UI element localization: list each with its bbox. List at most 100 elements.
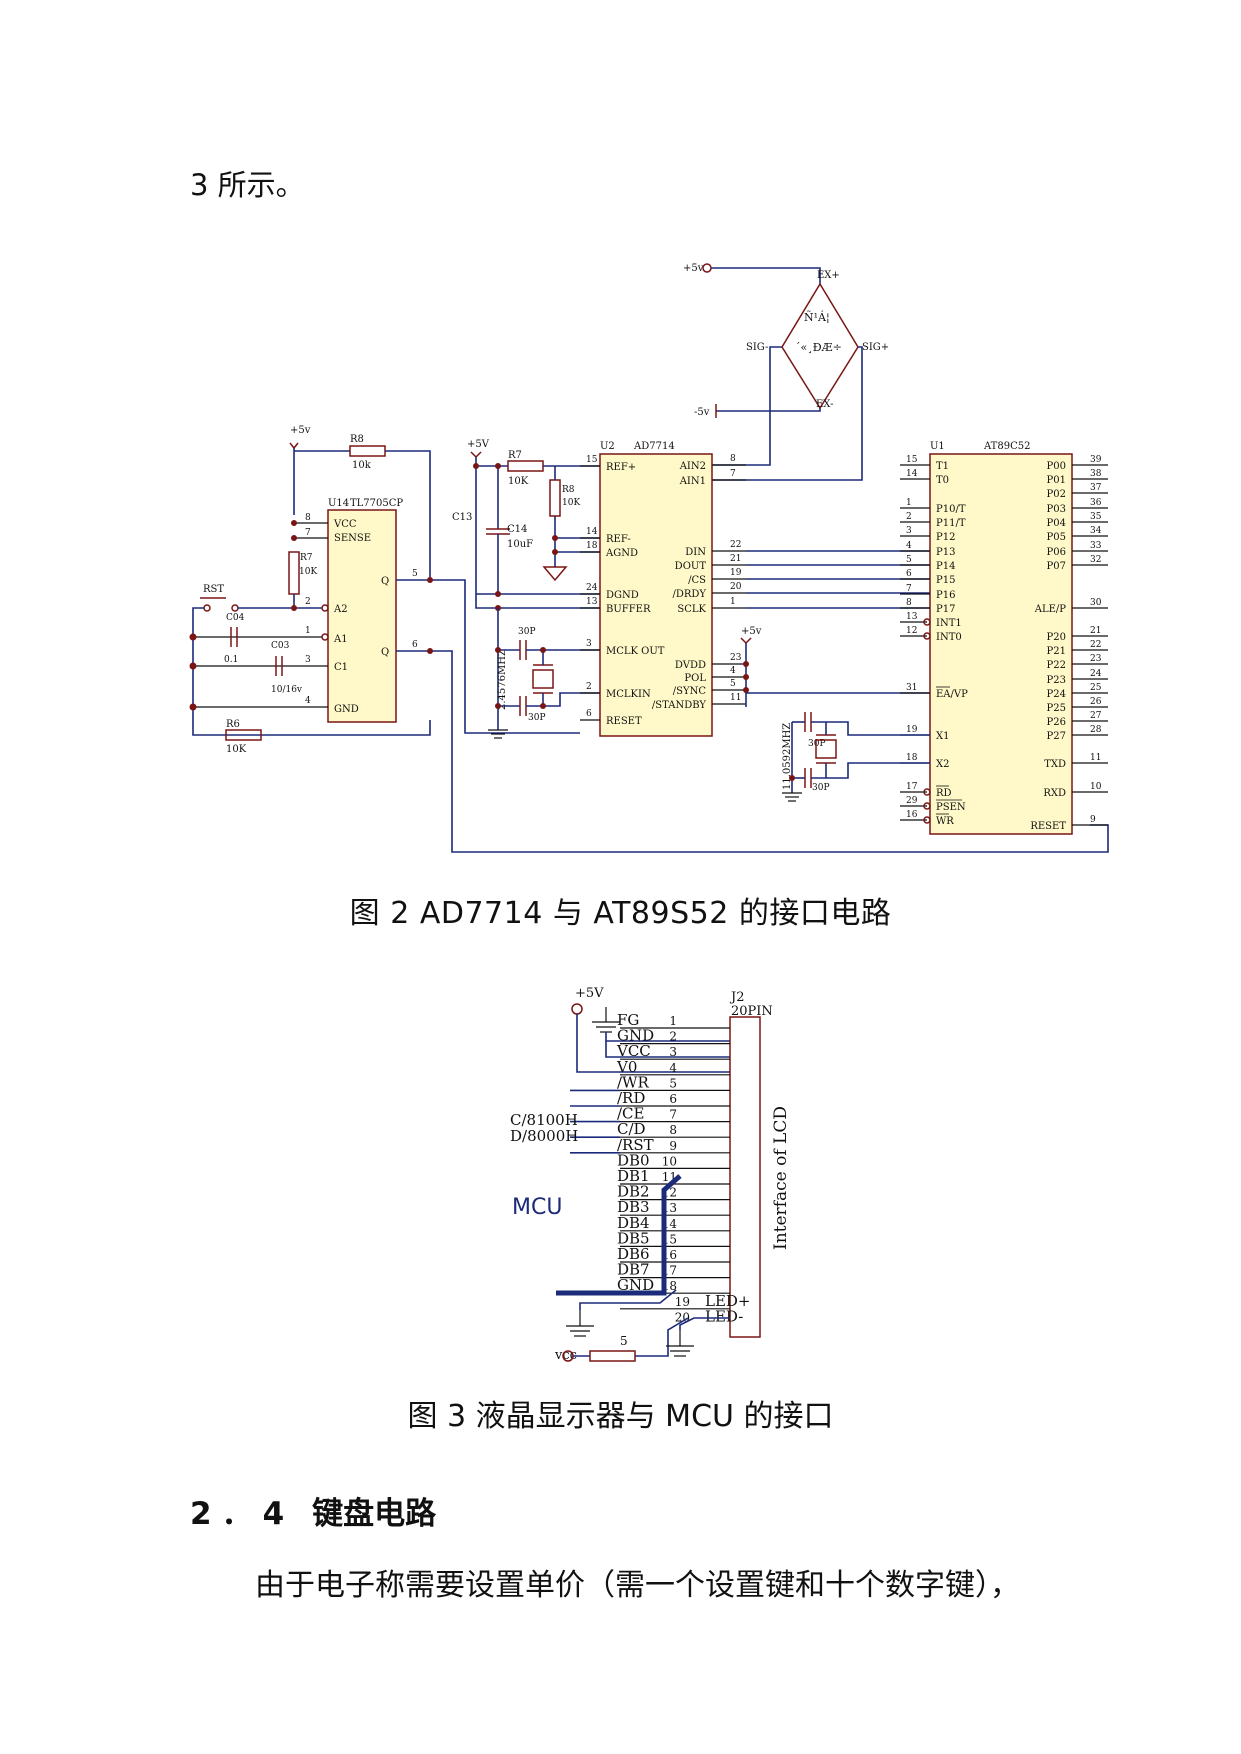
u2-pin--standby: /STANDBY	[652, 700, 707, 711]
lcd-pin-num-2: 2	[669, 1030, 677, 1044]
bridge-text-1: Ñ¹Á¦	[804, 310, 830, 324]
lcd-pin-num-17: 17	[662, 1264, 677, 1278]
u1-pin-p22: P22	[1047, 660, 1066, 671]
u14-reset-ic: +5v R8 10k U14 TL7705CP VCC SENSE A2 A1 …	[189, 425, 1109, 853]
lcd-pin--rst: /RST	[617, 1136, 654, 1154]
lcd-pin-num-4: 4	[669, 1061, 677, 1075]
rst-label: RST	[203, 584, 224, 595]
u14-pin-a2: A2	[333, 604, 348, 615]
u1-pin-p13: P13	[936, 547, 955, 558]
u1-pin-num-27: 27	[1090, 711, 1102, 721]
u2-pin-num-23: 23	[730, 653, 742, 663]
plus5v-label: +5v	[683, 263, 704, 274]
r7-left-value: 10K	[299, 567, 317, 577]
figure-3-caption: 图 3 液晶显示器与 MCU 的接口	[407, 1399, 834, 1434]
r7-left-label: R7	[300, 553, 313, 563]
u1-pin-num-16: 16	[906, 810, 918, 820]
u14-pin-sense: SENSE	[334, 533, 371, 544]
u1-pin-ea-vp: EA/VP	[936, 689, 968, 700]
u2-pin--cs: /CS	[688, 575, 706, 586]
u1-pin-rd: RD	[936, 788, 952, 799]
ad7714-power: +5v	[740, 626, 930, 707]
mcu-label: MCU	[512, 1195, 562, 1220]
lcd-connector: +5V J2 20PIN Interface of LCD 1FG2GND3VC…	[510, 986, 791, 1363]
u1-pin-num-11: 11	[1090, 753, 1101, 763]
u1-pin-t1: T1	[936, 461, 949, 472]
u2-pin-num-3: 3	[586, 639, 592, 649]
lcd-pin-db1: DB1	[617, 1167, 650, 1185]
u1-part: AT89C52	[983, 441, 1030, 452]
u1-at89c52: U1 AT89C52 15T114T01P10/T2P11/T3P124P135…	[782, 441, 1108, 835]
u1-pin-num-34: 34	[1090, 526, 1102, 536]
resistor-value: 5	[620, 1334, 628, 1348]
u1-pin-num-13: 13	[906, 612, 918, 622]
c03-label: C03	[271, 641, 290, 651]
u2-pin--drdy: /DRDY	[672, 589, 706, 600]
xtal2-c1: 30P	[808, 739, 826, 749]
u1-pin-p16: P16	[936, 590, 955, 601]
connector-type: 20PIN	[731, 1004, 773, 1019]
connector-ref: J2	[729, 990, 744, 1005]
xtal1-c1: 30P	[518, 627, 536, 637]
r6-label: R6	[226, 719, 240, 730]
u1-pin-p05: P05	[1047, 532, 1066, 543]
u2-pin-num-4: 4	[730, 666, 736, 676]
u1-pin-x2: X2	[936, 759, 949, 770]
u1-pin-p10-t: P10/T	[936, 504, 966, 515]
xtal2-label: 11.0592MHZ	[782, 723, 793, 790]
u2-pin-num-21: 21	[730, 554, 741, 564]
u1-pin-num-33: 33	[1090, 541, 1102, 551]
r7-mid-label: R7	[508, 450, 522, 461]
lcd-pin--rd: /RD	[617, 1089, 645, 1107]
dvdd-plus5v: +5v	[741, 626, 762, 637]
u1-pin-num-9: 9	[1090, 815, 1096, 825]
u1-pin-p06: P06	[1047, 547, 1066, 558]
u2-pin-agnd: AGND	[605, 548, 638, 559]
u1-pin-ale-p: ALE/P	[1034, 604, 1067, 615]
u1-pin-num-5: 5	[906, 555, 912, 565]
u2-part: AD7714	[633, 441, 675, 452]
sig-plus-label: SIG+	[862, 342, 889, 353]
r6-value: 10K	[226, 744, 247, 755]
u1-pin-num-31: 31	[906, 683, 917, 693]
u14-pin-c1: C1	[334, 662, 348, 673]
lcd-pin--wr: /WR	[617, 1073, 649, 1091]
u14-num-2: 2	[305, 597, 311, 607]
u1-pin-int1: INT1	[936, 618, 962, 629]
u1-pin-num-19: 19	[906, 725, 918, 735]
u1-pin-num-7: 7	[906, 584, 912, 594]
u2-pin-buffer: BUFFER	[606, 604, 651, 615]
u1-pin-num-28: 28	[1090, 725, 1102, 735]
u14-plus5v: +5v	[290, 425, 311, 436]
lcd-pin-num-15: 15	[662, 1232, 677, 1246]
u1-pin-txd: TXD	[1044, 759, 1066, 770]
r8-value: 10k	[352, 460, 372, 471]
lcd-pin-v0: V0	[616, 1058, 637, 1076]
c03-value: 10/16v	[271, 685, 303, 695]
section-number: 2．4	[190, 1496, 295, 1532]
u1-pin-num-39: 39	[1090, 455, 1102, 465]
u2-pin-dout: DOUT	[675, 561, 707, 572]
u2-pin-num-24: 24	[586, 583, 598, 593]
c14-value: 10uF	[507, 539, 533, 550]
lcd-pin-db3: DB3	[617, 1198, 650, 1216]
ex-plus-label: EX+	[817, 270, 840, 281]
c04-value: 0.1	[224, 655, 238, 665]
u14-num-1: 1	[305, 626, 311, 636]
u2-pin-pol: POL	[684, 673, 706, 684]
u14-pin-a1: A1	[333, 634, 348, 645]
lcd-pin-num-18: 18	[662, 1279, 677, 1293]
body-paragraph: 由于电子称需要设置单价（需一个设置键和十个数字键），	[255, 1568, 1020, 1603]
u1-pin-num-24: 24	[1090, 669, 1102, 679]
u14-num-6: 6	[412, 640, 418, 650]
r7-mid-value: 10K	[508, 476, 529, 487]
lcd-pin-db6: DB6	[617, 1245, 650, 1263]
lcd-pin-num-7: 7	[669, 1108, 677, 1122]
u1-pin-p01: P01	[1047, 475, 1066, 486]
u2-pin-sclk: SCLK	[677, 604, 706, 615]
xtal2-c2: 30P	[812, 783, 830, 793]
u2-pin-num-14: 14	[586, 527, 598, 537]
u14-pin-gnd: GND	[334, 704, 359, 715]
u2-pin-din: DIN	[685, 547, 706, 558]
u2-pin-num-2: 2	[586, 682, 592, 692]
